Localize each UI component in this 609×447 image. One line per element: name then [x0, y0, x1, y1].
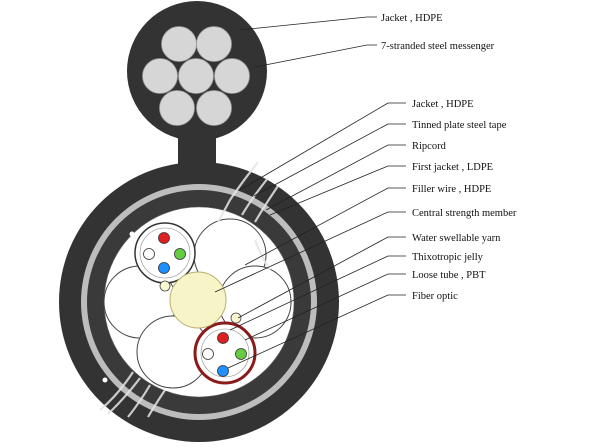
- fiber-red: [217, 332, 229, 344]
- steel-strand: [196, 90, 232, 126]
- fiber-green: [235, 348, 247, 360]
- steel-strand: [196, 26, 232, 62]
- loose-tube-inner: [139, 227, 191, 279]
- fiber-red: [158, 232, 170, 244]
- label-steel-tape: Tinned plate steel tape: [412, 120, 507, 131]
- fiber-green: [174, 248, 186, 260]
- ripcord: [129, 231, 135, 237]
- loose-tube-inner: [200, 328, 250, 378]
- label-central-member: Central strength member: [412, 208, 517, 219]
- fiber-white: [202, 348, 214, 360]
- label-messenger-jacket: Jacket , HDPE: [381, 13, 443, 24]
- steel-strand: [159, 90, 195, 126]
- central-strength-member: [169, 271, 227, 329]
- fiber-blue: [158, 262, 170, 274]
- ripcord: [258, 364, 264, 370]
- steel-messenger-strands: [142, 26, 250, 126]
- steel-strand: [161, 26, 197, 62]
- loose-tube-top: [134, 222, 196, 284]
- steel-strand-center: [178, 58, 214, 94]
- leader-lines: [214, 16, 406, 369]
- label-steel-messenger: 7-stranded steel messenger: [381, 41, 495, 52]
- fiber-blue: [217, 365, 229, 377]
- highlight-strokes: [99, 161, 279, 418]
- label-ripcord: Ripcord: [412, 141, 447, 152]
- label-water-yarn: Water swellable yarn: [412, 233, 501, 244]
- label-outer-jacket: Jacket , HDPE: [412, 99, 474, 110]
- ripcord: [102, 377, 108, 383]
- label-filler-wire: Filler wire , HDPE: [412, 184, 491, 195]
- fiber-white: [143, 248, 155, 260]
- steel-strand: [214, 58, 250, 94]
- water-swellable-yarn: [230, 312, 242, 324]
- main-cable: [59, 161, 339, 442]
- steel-strand: [142, 58, 178, 94]
- label-fiber: Fiber optic: [412, 291, 458, 302]
- loose-tube-bottom: [193, 321, 257, 385]
- label-first-jacket: First jacket , LDPE: [412, 162, 493, 173]
- label-loose-tube: Loose tube , PBT: [412, 270, 486, 281]
- label-jelly: Thixotropic jelly: [412, 252, 484, 263]
- water-swellable-yarn: [159, 280, 171, 292]
- callout-labels: Jacket , HDPE 7-stranded steel messenger…: [381, 13, 517, 302]
- messenger-assembly: [127, 1, 267, 172]
